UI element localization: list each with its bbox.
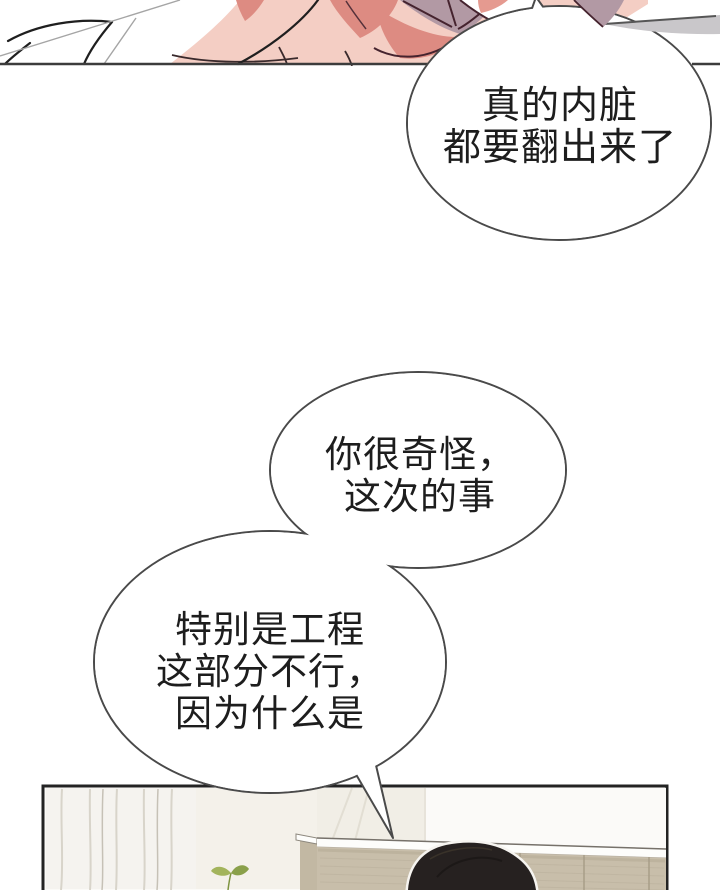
pink-hair-wisp (478, 0, 508, 13)
bubble-line: 特别是工程 (175, 609, 365, 650)
bubble-line: 真的内脏 (481, 85, 638, 127)
speech-bubble-middle-fill (271, 373, 565, 567)
sprout-leaf-left (211, 866, 231, 876)
cloth-fold-lines-light (0, 0, 181, 65)
mauve-hair-wisp (574, 0, 624, 27)
cloth-fold-lines (3, 0, 320, 66)
hair-lock-line (345, 0, 367, 30)
speech-bubble-middle-text: 你很奇怪， 这次的事 (280, 434, 560, 518)
person-hair-shadow (436, 856, 503, 878)
curtain-folds-dark (101, 788, 159, 890)
bubble-line: 你很奇怪， (325, 434, 515, 475)
hair-shadow-patch (376, 8, 460, 59)
speech-bubble-lower-fill (95, 532, 445, 792)
mauve-hair-wisp-edge (573, 0, 604, 28)
speech-bubble-top-text: 真的内脏 都要翻出来了 (410, 85, 710, 169)
speech-bubble-top-fill (408, 7, 710, 239)
hair-lock-small (236, 0, 264, 21)
sprout-stem (227, 872, 232, 890)
bubble-line: 这次的事 (344, 476, 496, 517)
gray-hair-wisp-edge (603, 15, 717, 25)
cabinet-side (300, 837, 317, 890)
gray-hair-wisp (604, 15, 720, 35)
bottom-panel-artwork (41, 784, 669, 890)
curtain-folds (60, 788, 173, 890)
sprout-leaf-right (231, 865, 249, 876)
person-hair-highlight (429, 847, 493, 860)
bubble-line: 这部分不行， (156, 651, 384, 692)
bubble-line: 因为什么是 (175, 693, 365, 734)
bubble-line: 都要翻出来了 (442, 127, 677, 169)
speech-bubble-lower-text: 特别是工程 这部分不行， 因为什么是 (115, 609, 425, 735)
hair-lock-left (330, 0, 398, 38)
